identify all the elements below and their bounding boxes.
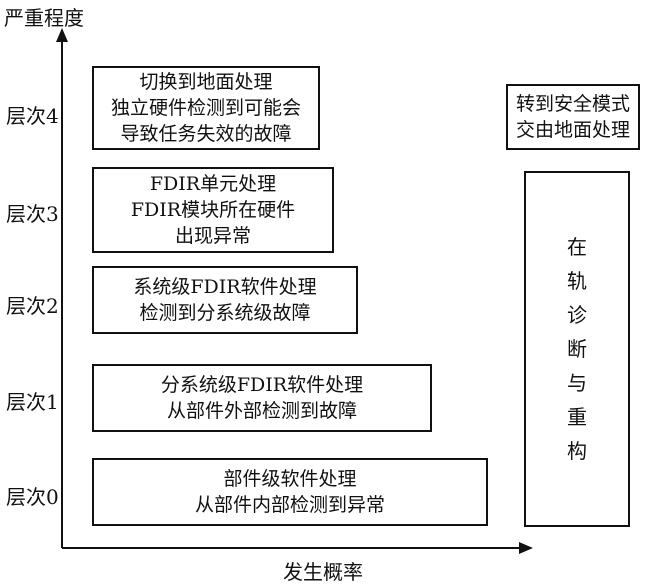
level-label-4: 层次4	[6, 104, 59, 128]
level1-box: 分系统级FDIR软件处理 从部件外部检测到故障	[92, 364, 432, 432]
level1-line-1: 分系统级FDIR软件处理	[160, 374, 364, 396]
onorbit-char-2: 轨	[567, 269, 587, 293]
level1-line-2: 从部件外部检测到故障	[166, 400, 357, 422]
level-label-0: 层次0	[6, 485, 59, 509]
level4-line-1: 切换到地面处理	[139, 71, 273, 93]
x-axis-title: 发生概率	[283, 560, 363, 584]
onorbit-diagnosis-box: 在 轨 诊 断 与 重 构	[524, 171, 630, 527]
y-axis-title: 严重程度	[4, 6, 84, 30]
level4-line-3: 导致任务失效的故障	[120, 123, 292, 145]
safe-mode-box: 转到安全模式 交由地面处理	[506, 84, 640, 150]
level4-line-2: 独立硬件检测到可能会	[110, 97, 301, 119]
safe-mode-line-1: 转到安全模式	[515, 93, 630, 115]
level-label-3: 层次3	[6, 202, 59, 226]
onorbit-char-4: 断	[567, 337, 587, 361]
level3-line-3: 出现异常	[174, 225, 251, 247]
level2-line-2: 检测到分系统级故障	[139, 302, 311, 324]
level0-line-1: 部件级软件处理	[223, 468, 357, 490]
level3-box: FDIR单元处理 FDIR模块所在硬件 出现异常	[92, 167, 334, 253]
level-label-2: 层次2	[6, 294, 59, 318]
onorbit-char-3: 诊	[567, 303, 587, 327]
safe-mode-line-2: 交由地面处理	[515, 119, 630, 141]
onorbit-char-1: 在	[567, 235, 587, 259]
level-label-1: 层次1	[6, 390, 59, 414]
level0-box: 部件级软件处理 从部件内部检测到异常	[92, 458, 488, 526]
onorbit-char-5: 与	[567, 371, 587, 395]
level3-line-1: FDIR单元处理	[149, 173, 277, 195]
level2-line-1: 系统级FDIR软件处理	[133, 276, 317, 298]
x-axis-arrow	[519, 542, 533, 554]
onorbit-char-6: 重	[567, 405, 587, 429]
y-axis-arrow	[56, 28, 68, 42]
onorbit-char-7: 构	[567, 439, 587, 463]
level4-box: 切换到地面处理 独立硬件检测到可能会 导致任务失效的故障	[92, 66, 320, 150]
level3-line-2: FDIR模块所在硬件	[130, 199, 296, 221]
level2-box: 系统级FDIR软件处理 检测到分系统级故障	[92, 266, 358, 334]
level0-line-2: 从部件内部检测到异常	[194, 494, 385, 516]
